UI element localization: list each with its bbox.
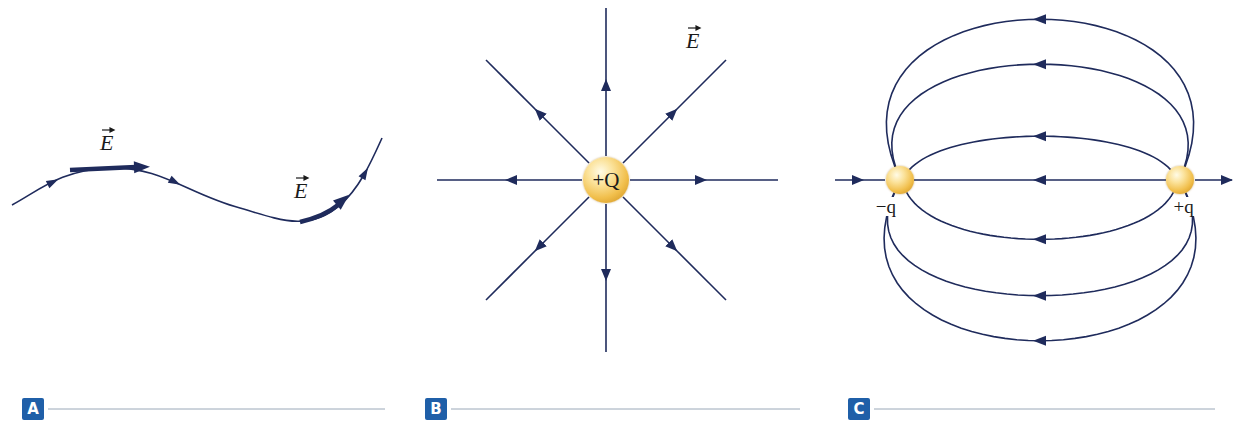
field-line-path (886, 19, 1193, 167)
panel-label: C (848, 398, 870, 420)
field-line-connector (909, 131, 1170, 169)
field-vector (70, 167, 338, 222)
point-charge: −q (886, 166, 914, 194)
field-line-arrowhead (1033, 175, 1046, 185)
panel-label: A (22, 398, 44, 420)
field-line-path (884, 193, 1196, 341)
field-line-connector (907, 192, 1174, 244)
field-line-arrowhead (1033, 131, 1046, 141)
field-line-connector (888, 193, 1193, 301)
panel-label: B (425, 398, 447, 420)
charge-label: +q (1172, 197, 1196, 216)
field-symbol: E (100, 132, 113, 154)
field-symbol: E (294, 180, 307, 202)
field-symbol: E (686, 30, 699, 52)
field-line-arrowhead (1033, 234, 1046, 244)
field-line-path (909, 136, 1170, 169)
field-line-arrowhead (1033, 336, 1046, 346)
panel-letter: C (853, 402, 864, 417)
line-arrowheads (46, 166, 372, 189)
point-charge: +Q (583, 157, 629, 203)
field-line-connector (892, 59, 1188, 167)
field-line (12, 138, 382, 221)
point-charge: +q (1166, 166, 1194, 194)
charge-label: −q (874, 197, 898, 216)
field-line-arrowhead (1033, 59, 1046, 69)
field-line-path (907, 192, 1174, 239)
radial-field-lines (437, 8, 778, 352)
field-line-connector (886, 14, 1193, 167)
field-line-connector (914, 175, 1166, 185)
field-vector-head (134, 161, 353, 210)
field-line-arrowhead (1033, 14, 1046, 24)
field-line-arrowhead (1033, 291, 1046, 301)
panel-rule (48, 409, 1215, 410)
field-line-path (892, 64, 1188, 167)
panel-letter: A (27, 402, 39, 417)
panel-letter: B (430, 402, 441, 417)
field-line-path (888, 193, 1193, 296)
charge-label: +Q (592, 170, 619, 191)
field-line-connector (884, 193, 1196, 346)
